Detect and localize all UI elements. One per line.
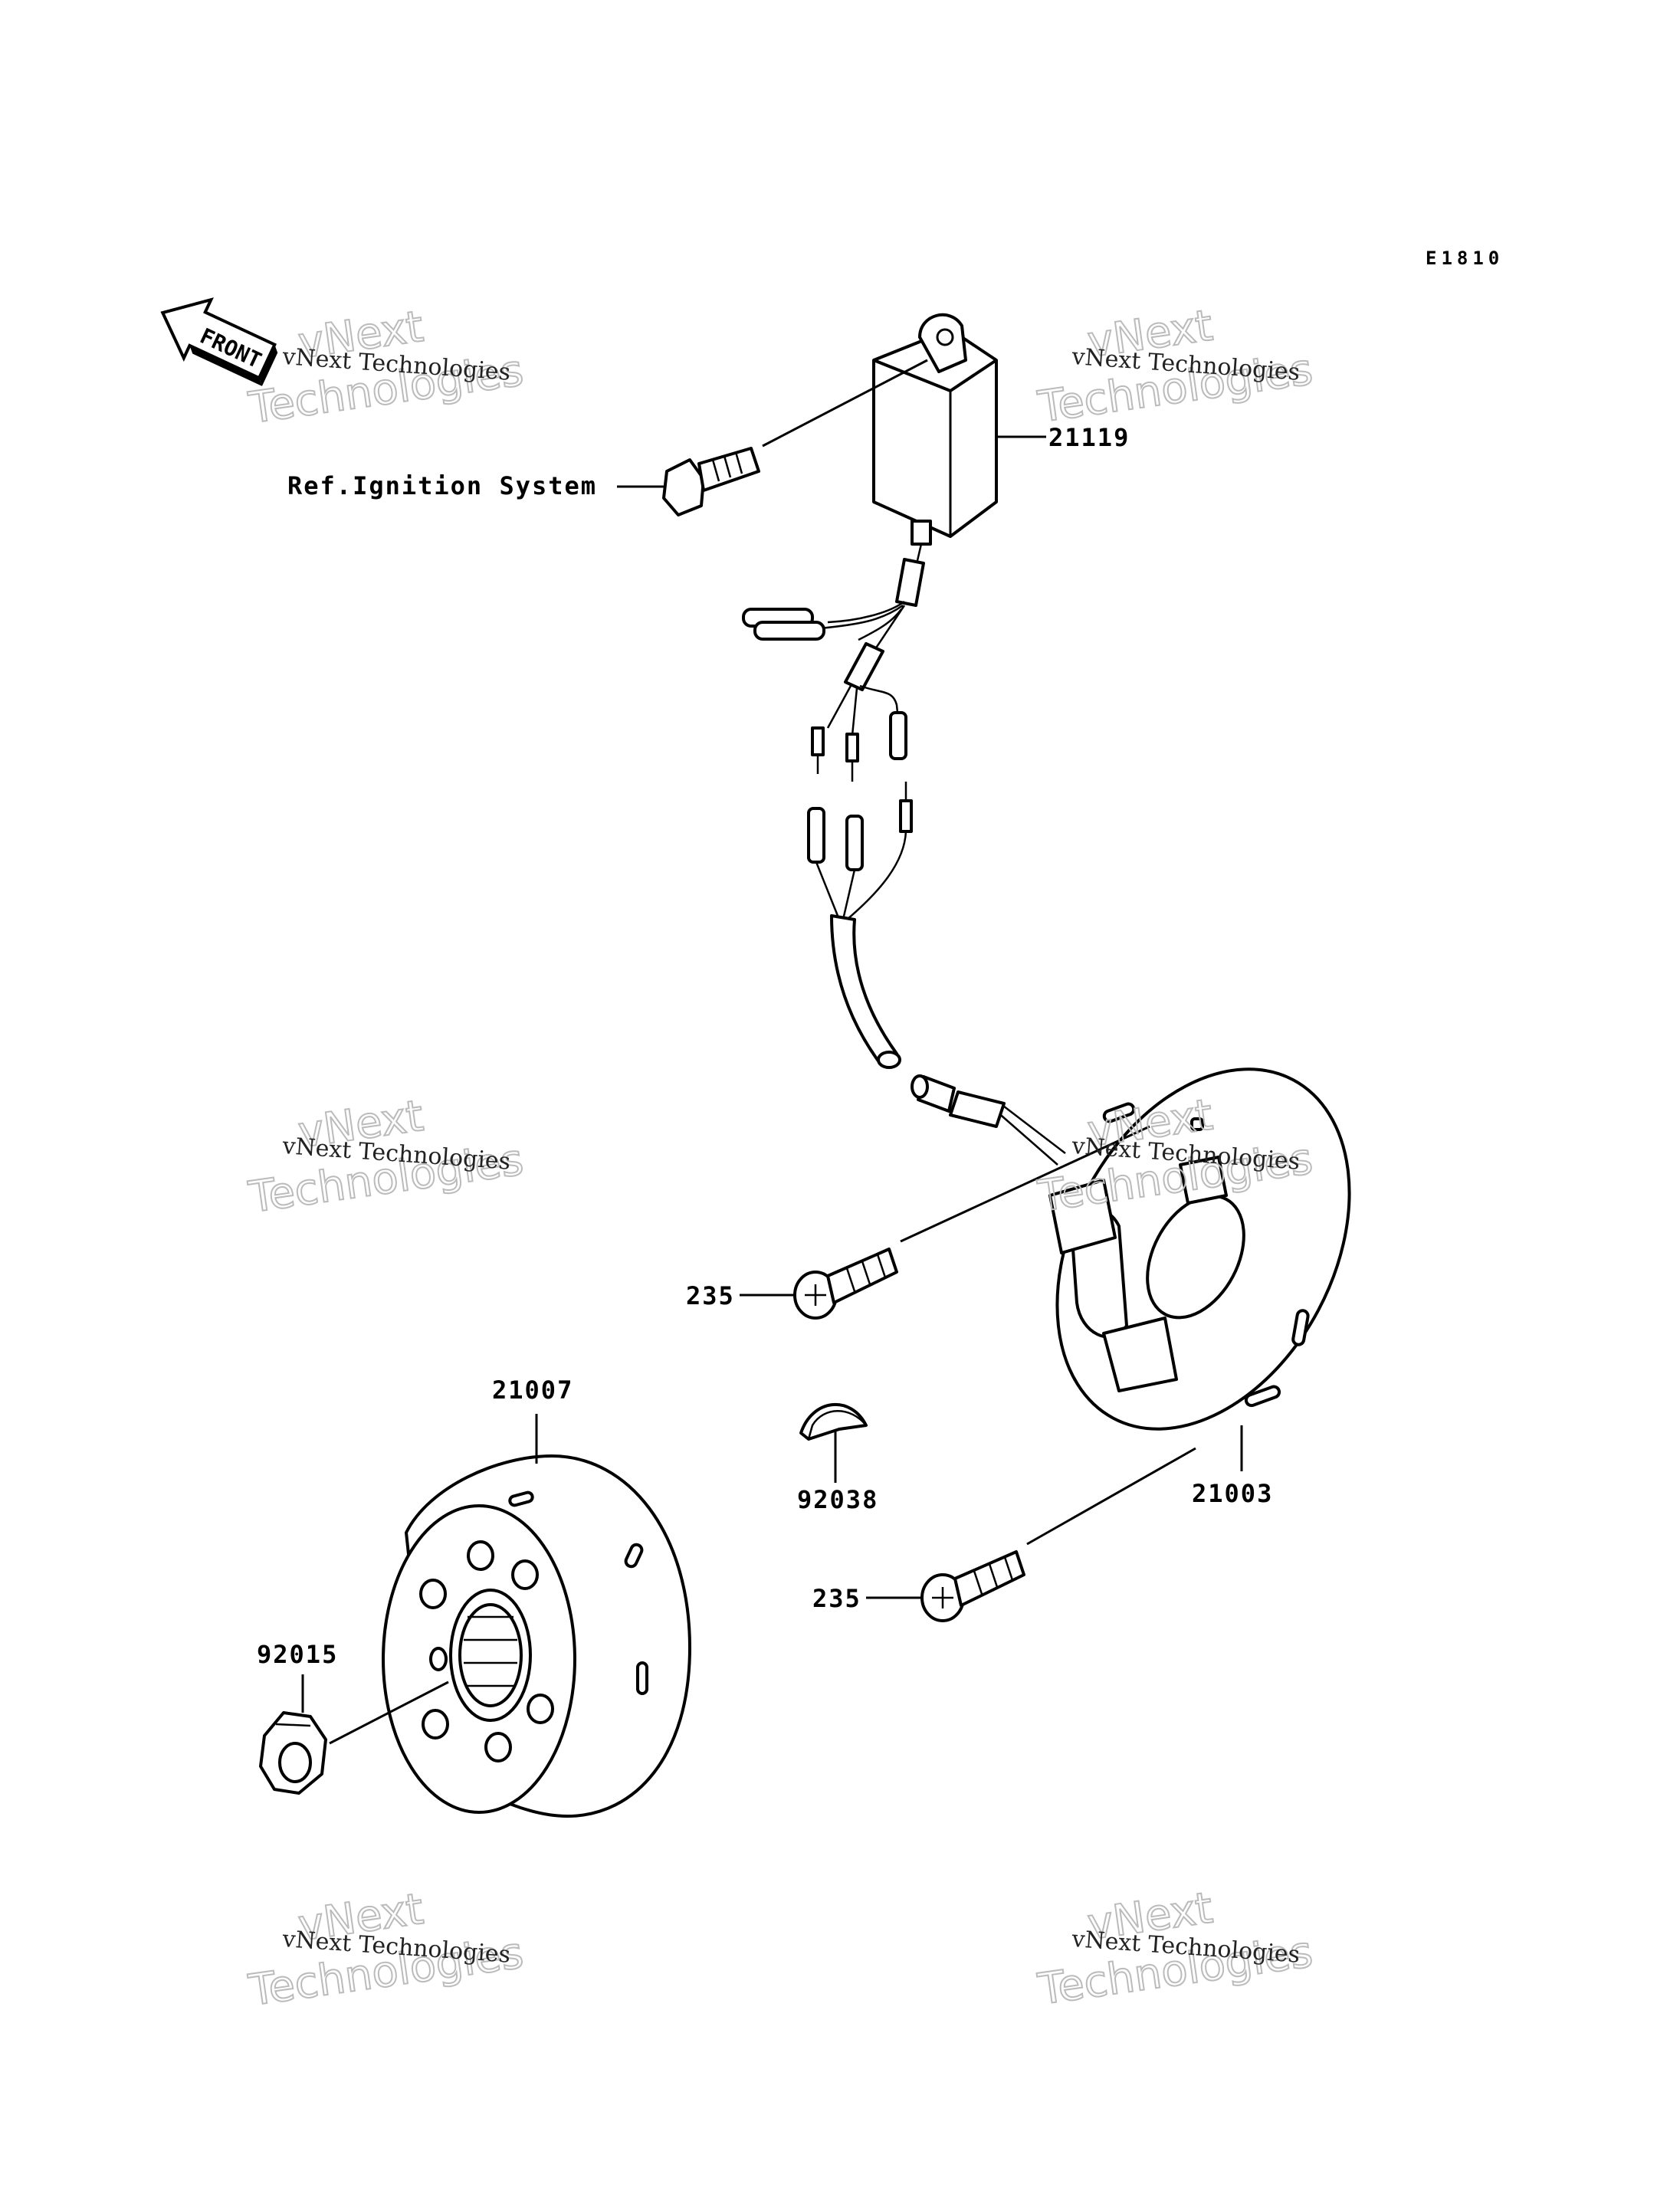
ref-ignition-label: Ref.Ignition System: [287, 471, 597, 500]
cdi-unit: [742, 313, 998, 782]
bolt-lower-part-number: 235: [812, 1584, 861, 1613]
front-arrow-icon: FRONT: [160, 297, 278, 386]
stator-part-number: 21003: [1192, 1479, 1273, 1508]
nut-part-number: 92015: [257, 1640, 338, 1669]
bolt-upper-part-number: 235: [686, 1281, 735, 1310]
woodruff-key: [799, 1403, 868, 1483]
flywheel-part-number: 21007: [492, 1376, 573, 1405]
stator-assembly: [911, 1067, 1351, 1431]
bolt-lower: [866, 1447, 1196, 1622]
cdi-part-number: 21119: [1048, 423, 1130, 452]
harness-connector: [807, 782, 913, 1069]
bolt-upper: [740, 1125, 1150, 1320]
key-part-number: 92038: [797, 1485, 878, 1514]
diagram-code: E1810: [1426, 248, 1504, 269]
flywheel-nut: [259, 1674, 449, 1795]
ref-bolt: [617, 359, 928, 516]
flywheel: [382, 1454, 691, 1818]
